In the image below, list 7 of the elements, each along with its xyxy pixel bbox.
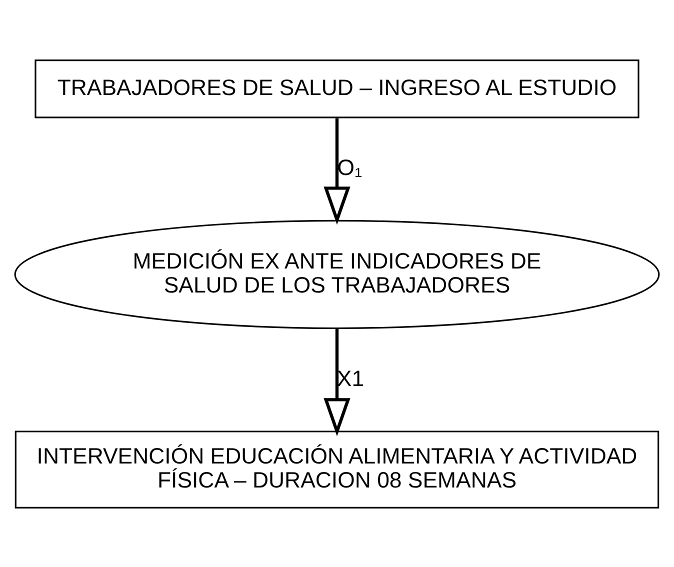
edge-label: O₁ <box>337 154 362 180</box>
arrow <box>324 328 350 436</box>
edge-label: X1 <box>336 365 364 390</box>
node-box: INTERVENCIÓN EDUCACIÓN ALIMENTARIA Y ACTIVIDAD FÍSICA – DURACION 08 SEMANAS <box>14 430 660 508</box>
arrow <box>324 118 350 224</box>
node-ellipse: MEDICIÓN EX ANTE INDICADORES DE SALUD DE LOS TRABAJADORES <box>14 219 660 329</box>
node-box: TRABAJADORES DE SALUD – INGRESO AL ESTUDIO <box>34 59 640 118</box>
